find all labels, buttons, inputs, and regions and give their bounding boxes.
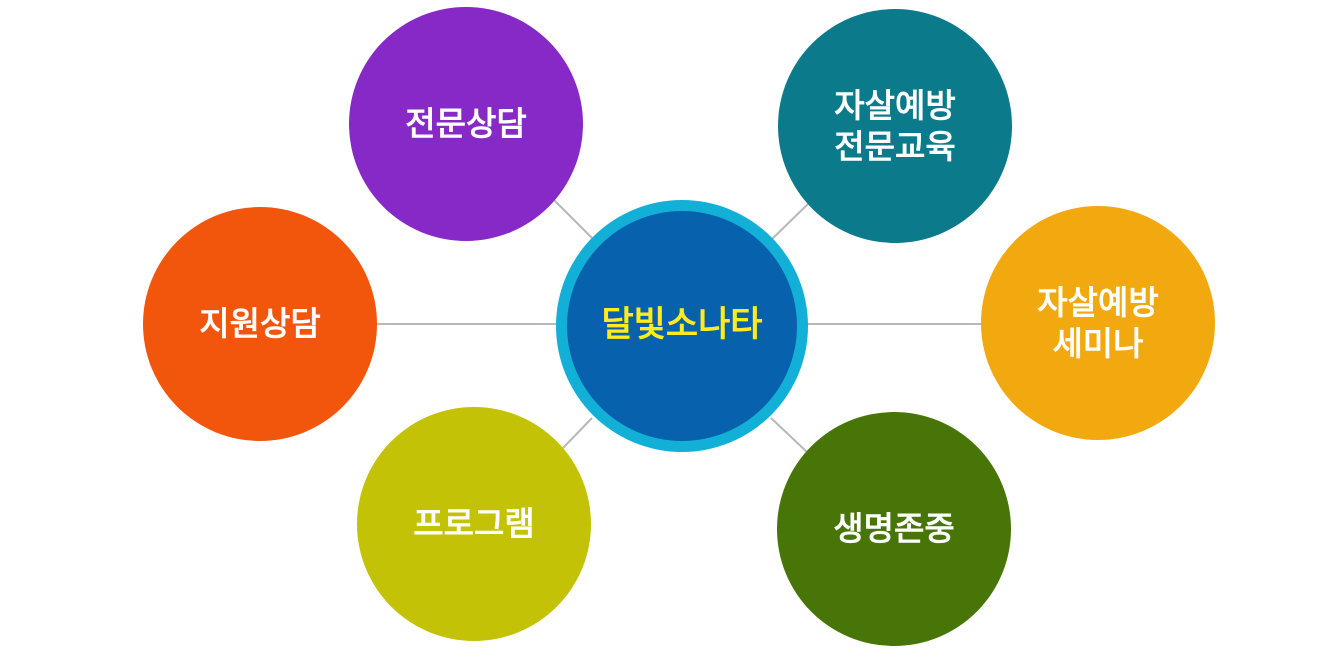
- node-suicide-prevention-training-label: 자살예방 전문교육: [834, 85, 956, 166]
- node-suicide-prevention-seminar-label: 자살예방 세미나: [1037, 282, 1159, 363]
- node-suicide-prevention-training: 자살예방 전문교육: [778, 9, 1012, 243]
- node-program: 프로그램: [357, 407, 591, 641]
- node-life-respect-label: 생명존중: [833, 509, 955, 549]
- center-node-label: 달빛소나타: [601, 305, 763, 346]
- node-program-label: 프로그램: [413, 504, 535, 544]
- node-suicide-prevention-seminar: 자살예방 세미나: [981, 206, 1215, 440]
- connector-life-respect: [770, 417, 808, 453]
- center-node: 달빛소나타: [567, 211, 797, 441]
- connector-expert-counseling: [553, 199, 593, 239]
- node-expert-counseling: 전문상담: [349, 7, 583, 241]
- connector-suicide-prevention-training: [770, 202, 810, 241]
- node-expert-counseling-label: 전문상담: [405, 104, 527, 144]
- connector-program: [562, 417, 593, 449]
- node-support-counseling-label: 지원상담: [199, 304, 321, 344]
- node-life-respect: 생명존중: [777, 412, 1011, 646]
- node-support-counseling: 지원상담: [143, 207, 377, 441]
